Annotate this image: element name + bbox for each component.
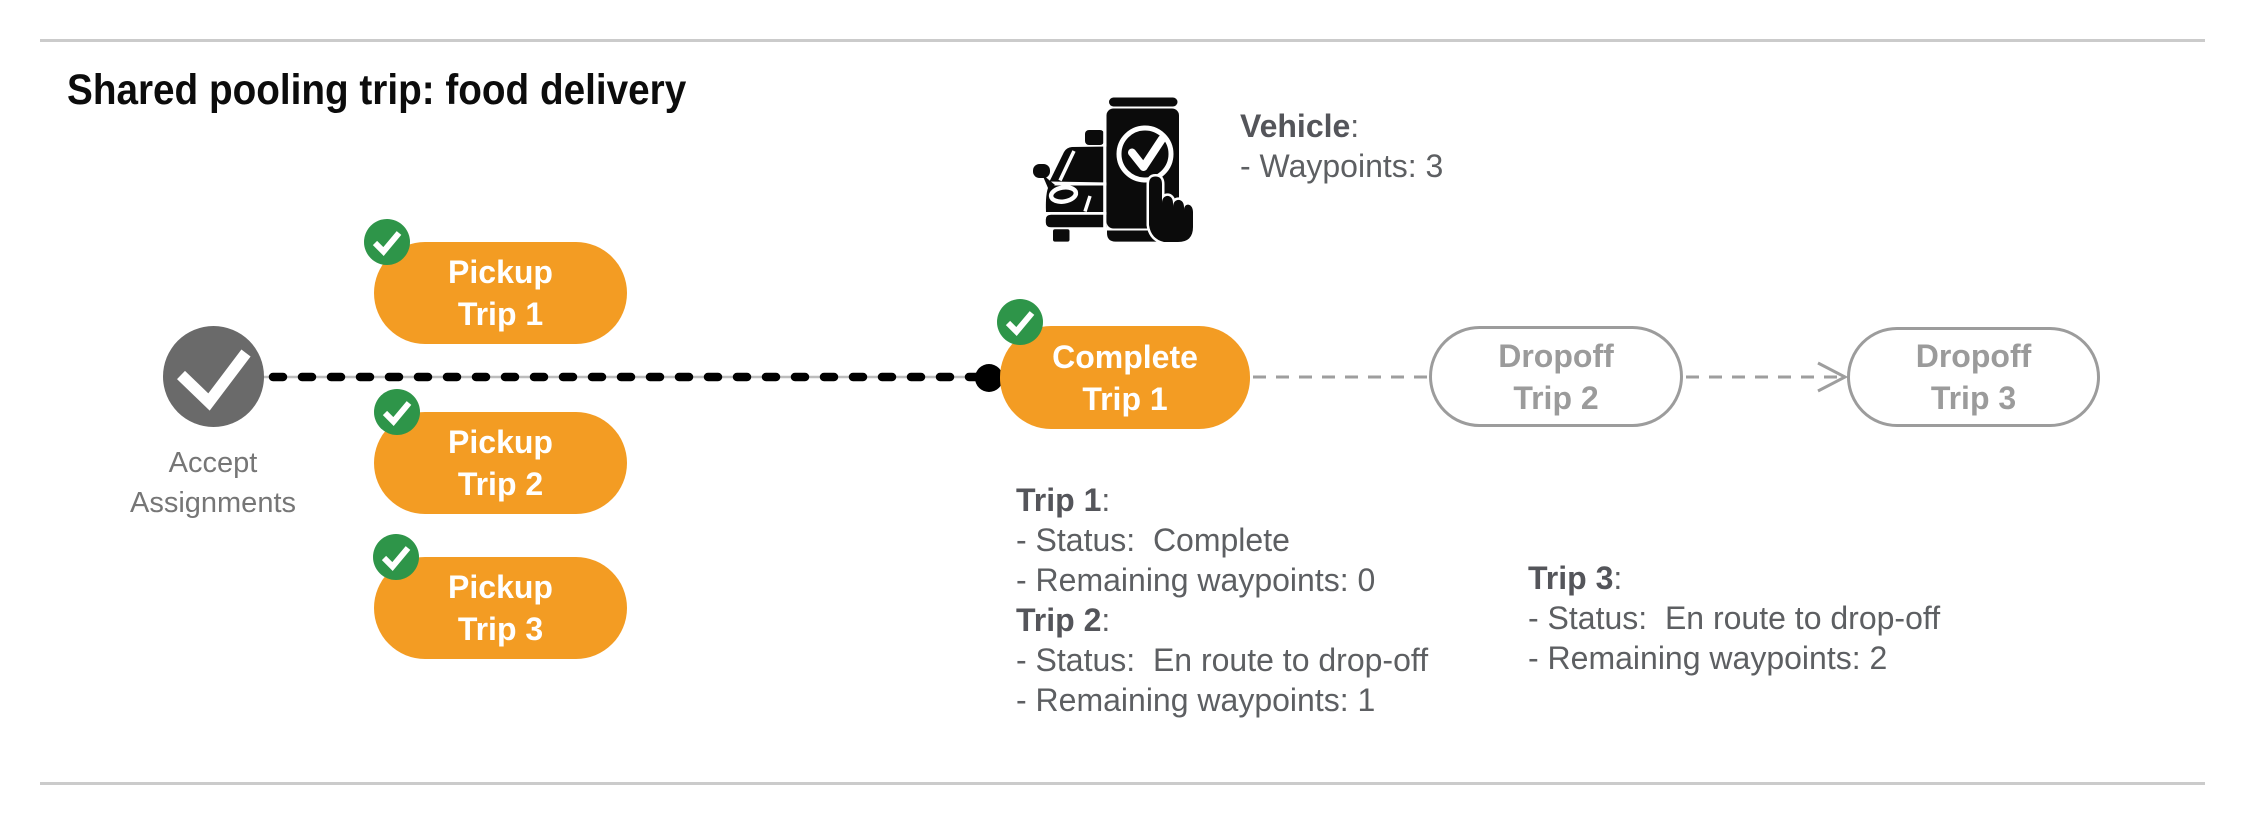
node-dropoff-trip3-line1: Dropoff bbox=[1915, 338, 2032, 374]
vehicle-info-heading-colon: : bbox=[1350, 108, 1360, 144]
node-pickup-trip3: Pickup Trip 3 bbox=[374, 557, 627, 659]
node-pickup-trip2: Pickup Trip 2 bbox=[374, 412, 627, 514]
accept-assignments-label: Accept Assignments bbox=[63, 443, 363, 523]
trip3-heading-text: Trip 3 bbox=[1528, 560, 1614, 596]
node-dropoff-trip2-line2: Trip 2 bbox=[1513, 379, 1599, 416]
node-dropoff-trip2: Dropoff Trip 2 bbox=[1429, 326, 1683, 427]
node-dropoff-trip3: Dropoff Trip 3 bbox=[1847, 327, 2100, 427]
trip1-status-line: - Status: Complete bbox=[1016, 522, 1290, 558]
node-complete-trip1-line1: Complete bbox=[1052, 338, 1198, 375]
phone-check-icon bbox=[1116, 125, 1174, 183]
node-complete-trip1-line2: Trip 1 bbox=[1082, 380, 1168, 417]
node-pickup-trip1-line2: Trip 1 bbox=[457, 296, 544, 332]
trip1-waypoints-line: - Remaining waypoints: 0 bbox=[1016, 562, 1376, 598]
accept-label-line1: Accept bbox=[168, 447, 258, 479]
car-shape bbox=[1033, 130, 1110, 242]
trip3-heading: Trip 3: bbox=[1528, 558, 1940, 598]
node-pickup-trip2-line2: Trip 2 bbox=[457, 466, 544, 502]
trip2-heading: Trip 2: bbox=[1016, 600, 1428, 640]
page-title: Shared pooling trip: food delivery bbox=[67, 66, 687, 114]
trip-status-block-1: Trip 1: - Status: Complete - Remaining w… bbox=[1016, 480, 1428, 720]
node-dropoff-trip3-line2: Trip 3 bbox=[1930, 380, 2017, 416]
pickup2-complete-check-icon bbox=[374, 389, 420, 435]
vehicle-info-waypoints: - Waypoints: 3 bbox=[1240, 148, 1444, 184]
dropoff3-arrowhead bbox=[1817, 361, 1849, 393]
node-pickup-trip1: Pickup Trip 1 bbox=[374, 242, 627, 344]
trip2-heading-text: Trip 2 bbox=[1016, 602, 1102, 638]
trip-status-block-2: Trip 3: - Status: En route to drop-off -… bbox=[1528, 558, 1940, 678]
node-pickup-trip2-line1: Pickup bbox=[448, 424, 553, 460]
trip1-heading-text: Trip 1 bbox=[1016, 482, 1102, 518]
node-dropoff-trip2-line1: Dropoff bbox=[1498, 337, 1614, 374]
accept-assignments-check-icon bbox=[163, 326, 264, 427]
hand-fill bbox=[1149, 176, 1193, 242]
vehicle-info-heading: Vehicle: bbox=[1240, 106, 1443, 146]
trip2-waypoints-line: - Remaining waypoints: 1 bbox=[1016, 682, 1376, 718]
trip2-heading-colon: : bbox=[1101, 602, 1111, 638]
trip3-heading-colon: : bbox=[1613, 560, 1623, 596]
node-pickup-trip3-line1: Pickup bbox=[448, 569, 553, 605]
trip2-status-line: - Status: En route to drop-off bbox=[1016, 642, 1429, 678]
node-pickup-trip3-line2: Trip 3 bbox=[457, 611, 544, 647]
bottom-divider bbox=[40, 782, 2205, 785]
trip1-heading: Trip 1: bbox=[1016, 480, 1428, 520]
tapping-hand bbox=[1146, 173, 1195, 243]
node-pickup-trip1-line1: Pickup bbox=[448, 254, 553, 290]
trip3-waypoints-line: - Remaining waypoints: 2 bbox=[1528, 640, 1888, 676]
pickup1-complete-check-icon bbox=[364, 219, 410, 265]
vehicle-info-heading-text: Vehicle bbox=[1240, 108, 1351, 144]
vehicle-info: Vehicle: - Waypoints: 3 bbox=[1240, 106, 1443, 186]
node-complete-trip1: Complete Trip 1 bbox=[1000, 326, 1250, 429]
pickup3-complete-check-icon bbox=[373, 534, 419, 580]
trip3-status-line: - Status: En route to drop-off bbox=[1528, 600, 1941, 636]
top-divider bbox=[40, 39, 2205, 42]
current-position-dot bbox=[975, 364, 1003, 392]
vehicle-icon bbox=[1033, 97, 1195, 243]
accept-label-line2: Assignments bbox=[129, 487, 296, 519]
trip1-heading-colon: : bbox=[1101, 482, 1111, 518]
complete1-check-icon bbox=[997, 299, 1043, 345]
